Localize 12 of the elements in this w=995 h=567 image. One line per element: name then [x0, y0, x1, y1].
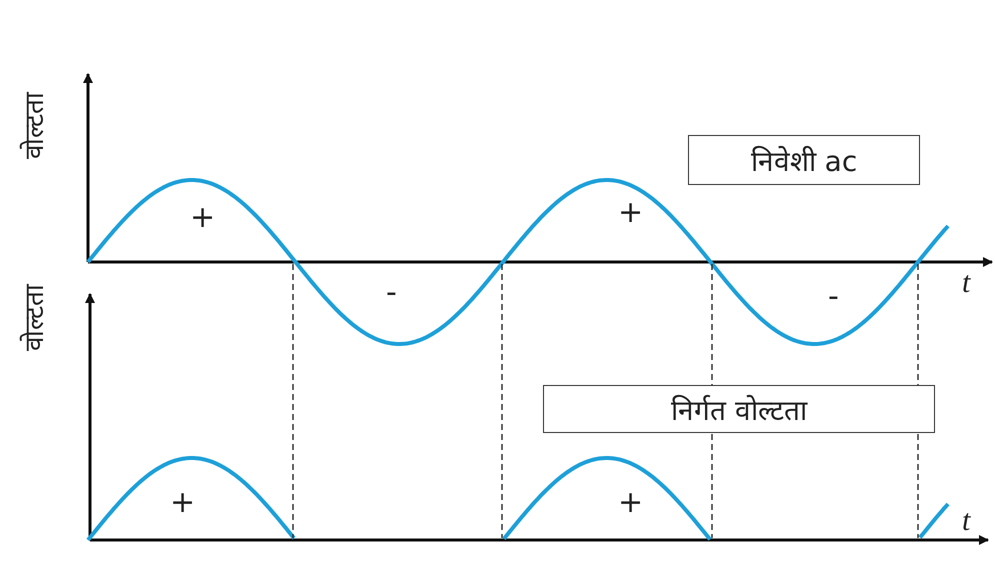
axis-label: वोल्टता	[22, 92, 48, 159]
input-label-box: निवेशी ac	[688, 135, 920, 185]
axis-label: वोल्टता	[22, 284, 48, 351]
polarity-sign: -	[386, 278, 397, 308]
polarity-sign: +	[618, 198, 644, 228]
output-label-box: निर्गत वोल्टता	[543, 385, 935, 433]
polarity-sign: -	[828, 282, 839, 312]
polarity-sign: +	[170, 488, 196, 518]
polarity-sign: +	[618, 488, 644, 518]
axis-label: t	[962, 506, 970, 536]
polarity-sign: +	[190, 203, 216, 233]
axis-label: t	[962, 268, 970, 298]
